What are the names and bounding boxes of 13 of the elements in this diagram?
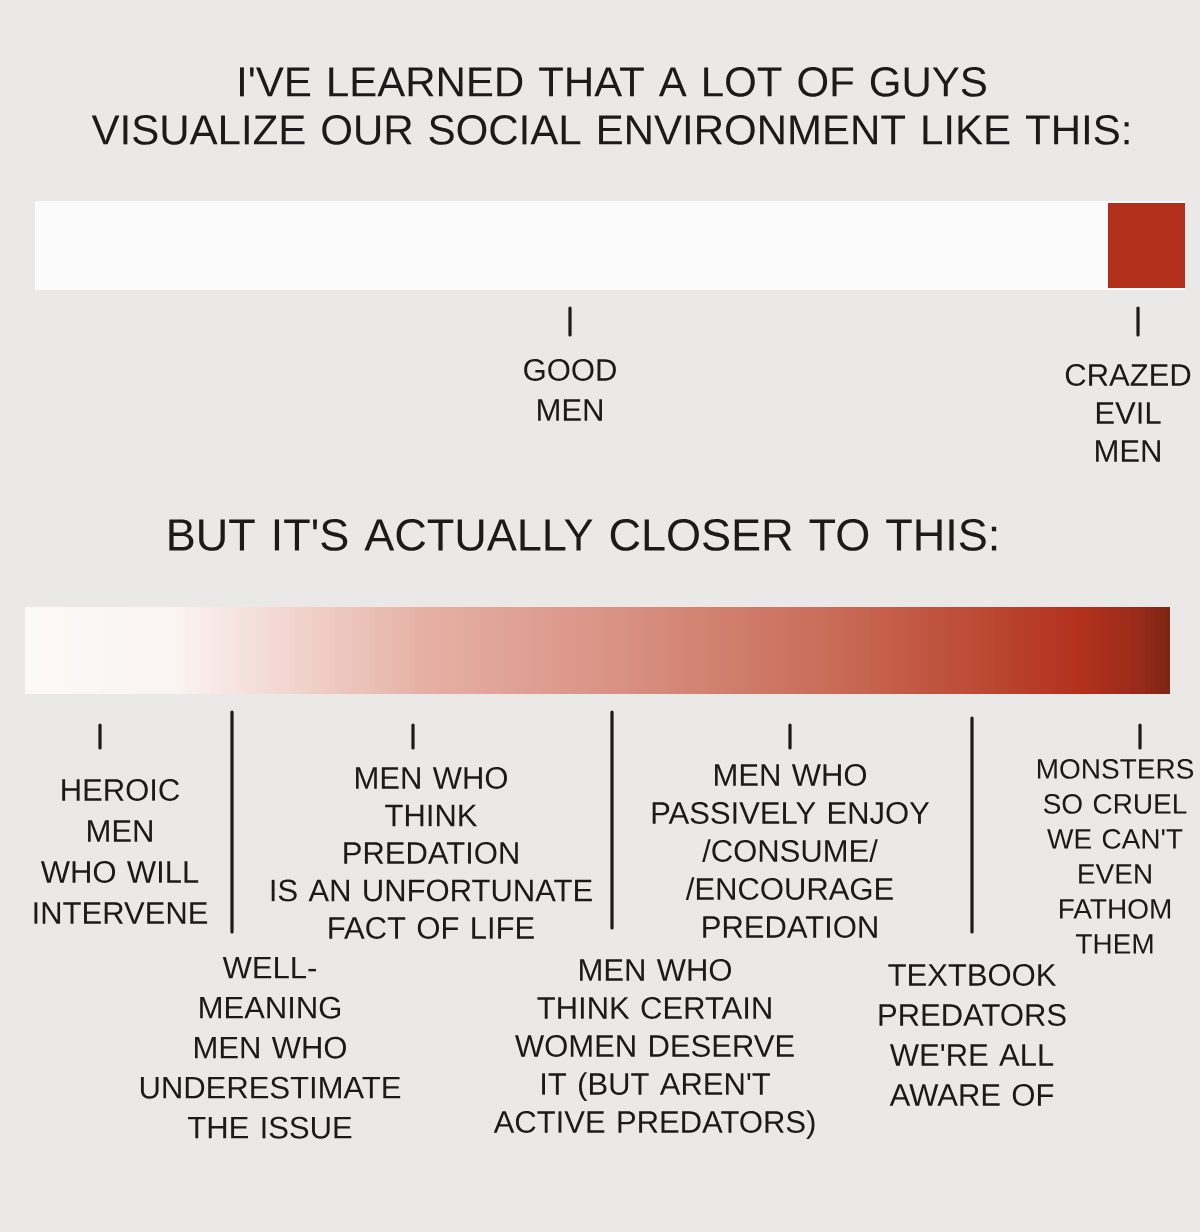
scale-label: MEN WHO THINK PREDATION IS AN UNFORTUNATE FACT OF LIFE	[271, 767, 592, 939]
scale-label: GOOD MEN	[524, 359, 616, 421]
gradient-bar	[25, 607, 1170, 694]
scale-label: MEN WHO PASSIVELY ENJOY /CONSUME/ /ENCOURAGE PREDATION	[652, 764, 930, 938]
title: I'VE LEARNED THAT A LOT OF GUYS VISUALIZE OUR SOCIAL ENVIRONMENT LIKE THIS:	[91, 67, 1129, 145]
scale-label: MEN WHO THINK CERTAIN WOMEN DESERVE IT (BUT AREN'T ACTIVE PREDATORS)	[493, 959, 815, 1140]
scale-bar	[35, 201, 1185, 290]
heading: BUT IT'S ACTUALLY CLOSER TO THIS:	[169, 519, 997, 551]
scale-label: HEROIC MEN WHO WILL INTERVENE	[34, 779, 208, 924]
scale-label: CRAZED EVIL MEN	[1065, 364, 1191, 462]
scale-label: MONSTERS SO CRUEL WE CAN'T EVEN FATHOM THEM	[1038, 759, 1194, 954]
scale-label: WELL-MEANING MEN WHO UNDERESTIMATE THE ISSUE	[140, 957, 401, 1139]
scale-label: TEXTBOOK PREDATORS WE'RE ALL AWARE OF	[879, 964, 1066, 1106]
